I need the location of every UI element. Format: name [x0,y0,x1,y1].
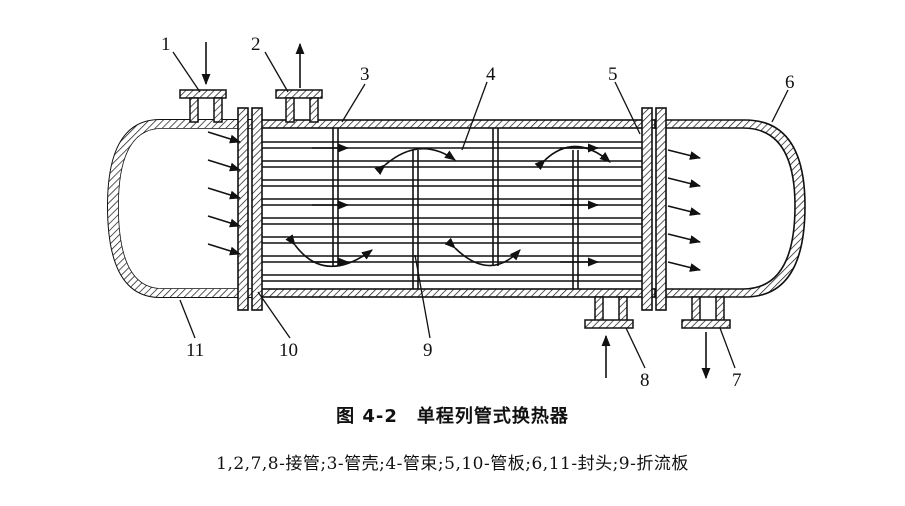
flow-arrow [207,215,242,228]
callout-5: 5 [608,64,618,85]
callout-3: 3 [360,64,370,85]
left-head [106,119,258,298]
callout-10: 10 [279,340,298,361]
callout-2: 2 [251,34,261,55]
callout-7: 7 [732,370,742,391]
flow-arrow [667,149,702,160]
tube-sheets [237,107,667,311]
flow-arrow [667,177,702,188]
leader-lines [172,51,789,369]
callout-labels: 1 2 3 4 5 6 7 8 9 10 11 [161,34,795,391]
flow-arrow [667,261,702,272]
flow-arrow [207,131,242,144]
callout-4: 4 [486,64,496,85]
nozzles [179,89,731,329]
shell [257,119,656,298]
flow-arrow [667,205,702,216]
callout-1: 1 [161,34,171,55]
figure-legend: 1,2,7,8-接管;3-管壳;4-管束;5,10-管板;6,11-封头;9-折… [216,454,689,474]
flow-arrow [667,233,702,244]
tube-bundle [262,141,642,282]
callout-6: 6 [785,72,795,93]
swirl-arrows [285,145,611,268]
callout-8: 8 [640,370,650,391]
flow-arrow [207,243,242,256]
baffles [332,128,579,289]
callout-9: 9 [423,340,433,361]
callout-11: 11 [186,340,204,361]
flow-arrow [207,159,242,172]
figure-title: 图 4-2 单程列管式换热器 [336,406,569,427]
flow-arrow [207,187,242,200]
flow-arrows [201,42,711,380]
